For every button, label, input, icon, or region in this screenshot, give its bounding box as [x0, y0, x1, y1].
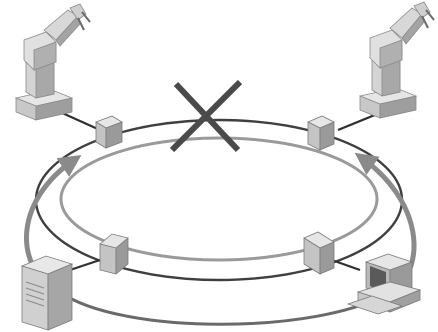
- server-tower-icon: [20, 255, 74, 331]
- switch-node-bottom-left-icon: [99, 233, 129, 275]
- switch-node-top-left-icon: [95, 115, 123, 149]
- robot-arm-left-icon: [14, 3, 91, 121]
- switch-node-top-right-icon: [307, 115, 335, 151]
- robot-arm-right-icon: [358, 1, 435, 119]
- outer-ring: [34, 118, 404, 282]
- workstation-computer-icon: [346, 253, 422, 315]
- bottom-loop-arc: [59, 290, 391, 326]
- broken-link-cross-icon: [169, 79, 243, 153]
- inner-ring: [59, 136, 379, 262]
- switch-node-bottom-right-icon: [303, 231, 335, 275]
- link-robot-left: [59, 110, 101, 132]
